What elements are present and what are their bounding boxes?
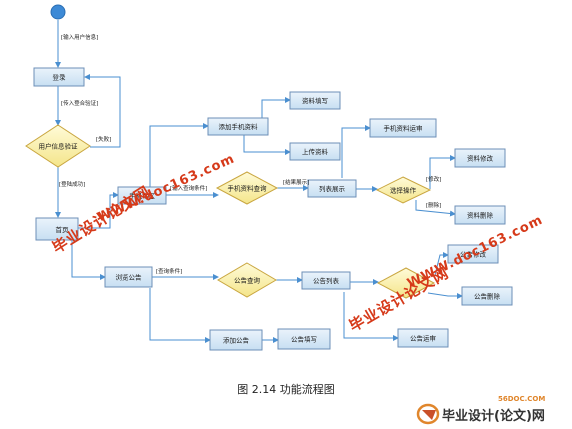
edge-label-result-show: [结果展示] <box>283 178 309 186</box>
node-list-show-label: 列表展示 <box>319 184 346 193</box>
decision-choose-op-label: 选择操作 <box>390 186 417 195</box>
node-login-label: 登录 <box>53 73 67 82</box>
logo-text: 毕业设计(论文)网 <box>442 409 545 424</box>
edge-label-query-cond: [查询条件] <box>156 267 182 275</box>
node-delete-label: 资料删除 <box>467 211 494 220</box>
decision-choose-op: 选择操作 <box>375 176 432 204</box>
node-phone-zone-label: 手机专区 <box>129 191 156 200</box>
node-browse-notice-label: 浏览公告 <box>116 273 143 282</box>
node-login: 登录 <box>33 67 85 87</box>
node-phone-zone: 手机专区 <box>117 186 167 205</box>
node-list-show: 列表展示 <box>307 179 357 198</box>
edge-label-login-ok: [登陆成功] <box>59 180 85 188</box>
decision-notice-query: 公告查询 <box>217 262 277 298</box>
node-add-notice-label: 添加公告 <box>223 336 250 345</box>
node-notice-detail: 公告运审 <box>397 328 449 348</box>
node-modify: 资料修改 <box>454 148 506 168</box>
edge-label-input-query: [输入查询条件] <box>170 184 207 192</box>
decision-phone-query-label: 手机资料查询 <box>228 184 268 193</box>
decision-nodes: 用户信息验证 手机资料查询 选择操作 公告查询 <box>25 124 436 299</box>
node-home-label: 首页 <box>56 225 70 234</box>
node-notice-fill-label: 公告填写 <box>291 335 317 344</box>
node-notice-detail-label: 公告运审 <box>410 334 436 343</box>
decision-phone-query: 手机资料查询 <box>215 171 279 205</box>
node-notice-modify: 公告修改 <box>447 244 499 264</box>
node-notice-list-label: 公告列表 <box>313 276 340 285</box>
edge-label-delete: [删除] <box>426 201 441 209</box>
node-notice-modify-label: 公告修改 <box>460 250 487 259</box>
edge-label-modify: [修改] <box>426 175 441 183</box>
edge-label-fail: [失败] <box>96 135 111 143</box>
node-browse-notice: 浏览公告 <box>104 266 153 288</box>
node-fill-info-label: 资料填写 <box>302 96 328 105</box>
node-home: 首页 <box>35 217 79 241</box>
start-node <box>50 4 66 20</box>
edge-labels: [输入用户信息] [传入登合验证] [失败] [登陆成功] [输入查询条件] [… <box>59 33 441 275</box>
node-add-phone-label: 添加手机资料 <box>219 122 259 131</box>
node-notice-delete: 公告删除 <box>461 286 513 306</box>
decision-notice-query-label: 公告查询 <box>234 276 261 285</box>
node-detail-label: 手机资料运审 <box>384 124 423 133</box>
flow-edges <box>55 20 463 343</box>
node-add-phone: 添加手机资料 <box>207 117 269 136</box>
node-notice-delete-label: 公告删除 <box>474 292 501 301</box>
node-notice-fill: 公告填写 <box>277 328 331 350</box>
node-fill-info: 资料填写 <box>289 91 341 110</box>
figure-caption: 图 2.14 功能流程图 <box>237 383 335 396</box>
node-add-notice: 添加公告 <box>209 329 263 351</box>
node-modify-label: 资料修改 <box>467 154 494 163</box>
decision-verify: 用户信息验证 <box>25 124 91 168</box>
edge-label-pass-verify: [传入登合验证] <box>61 99 98 107</box>
node-upload: 上传资料 <box>289 142 341 161</box>
node-upload-label: 上传资料 <box>302 147 329 156</box>
edge-label-input-user: [输入用户信息] <box>61 33 98 41</box>
process-nodes: 登录 首页 手机专区 添加手机资料 资料填写 上传资料 列表展示 手机资料运审 <box>33 67 513 351</box>
node-notice-list: 公告列表 <box>301 271 351 290</box>
logo-domain: 56DOC.COM <box>498 395 546 403</box>
decision-notice-choose <box>376 267 436 299</box>
decision-verify-label: 用户信息验证 <box>39 142 79 151</box>
site-logo <box>416 403 440 425</box>
node-detail: 手机资料运审 <box>369 118 437 138</box>
node-delete: 资料删除 <box>454 205 506 225</box>
